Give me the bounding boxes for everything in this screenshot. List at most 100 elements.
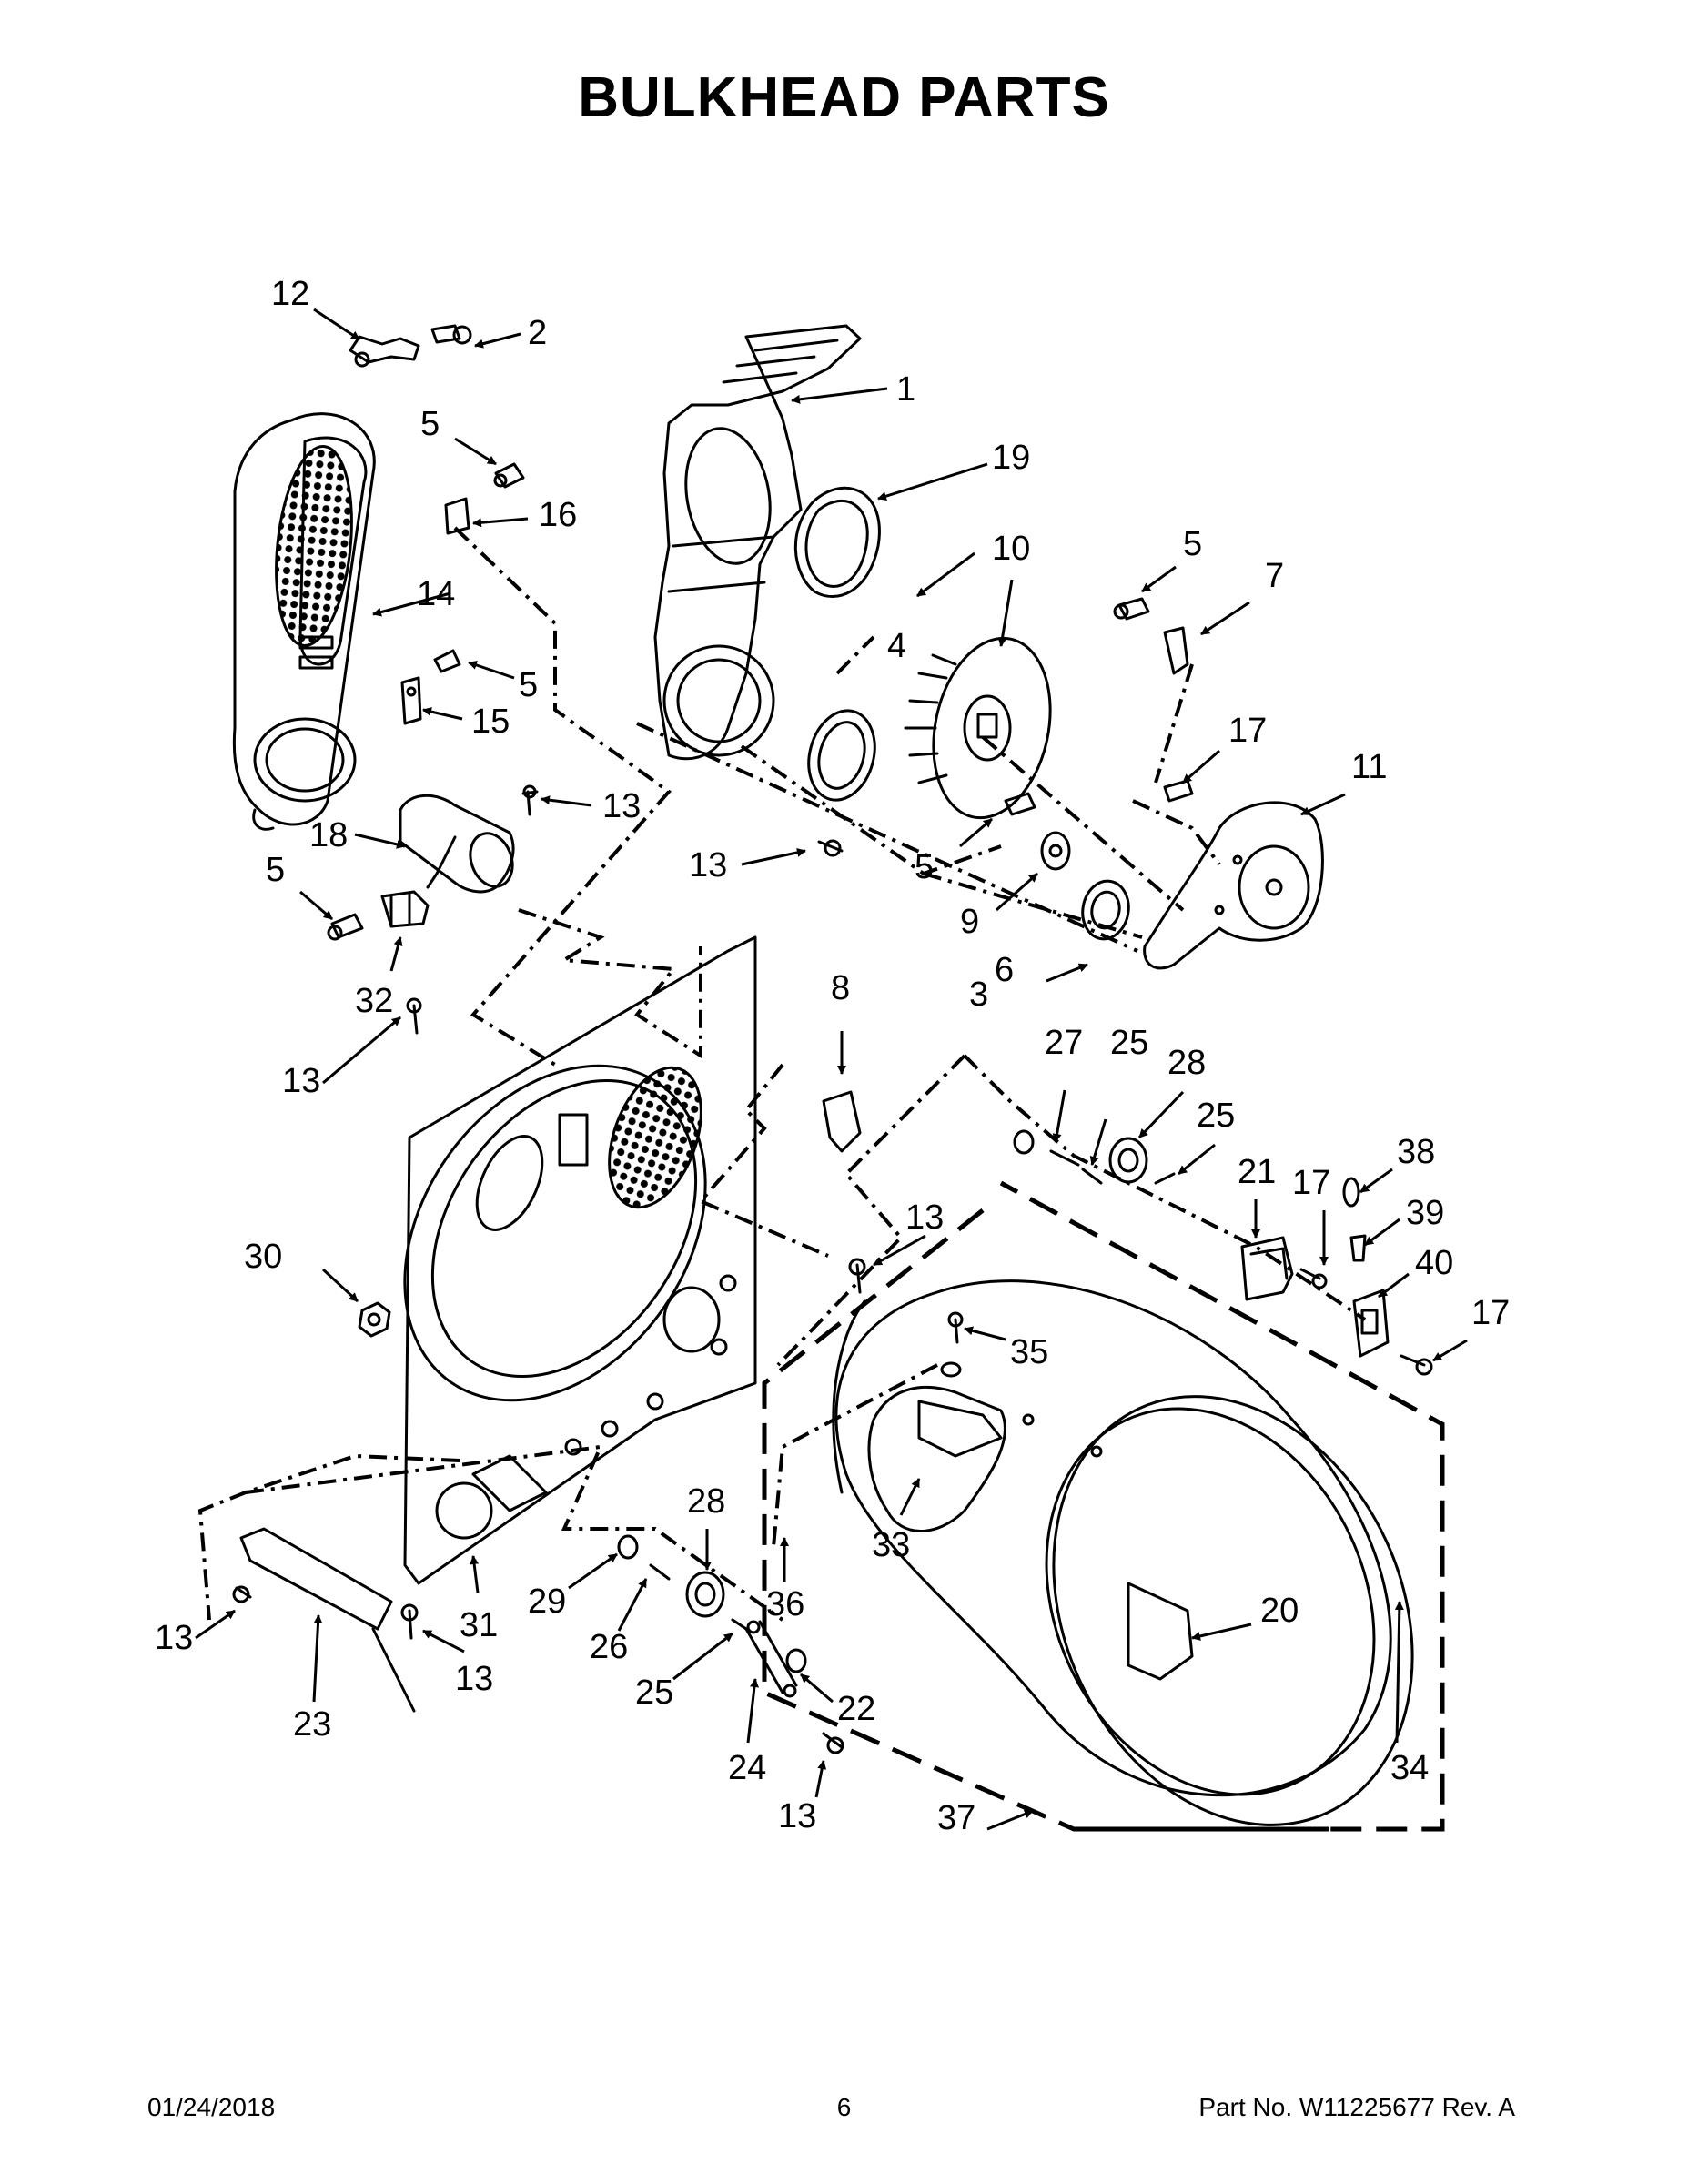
callout-32: 32 [355, 982, 393, 1020]
leader-2 [474, 332, 521, 349]
seal-part-6 [1081, 879, 1130, 941]
screw-part-5e [1004, 792, 1036, 816]
callout-18: 18 [309, 816, 348, 854]
leader-13g [814, 1760, 827, 1798]
callout-5b: 5 [519, 666, 538, 704]
callout-23: 23 [293, 1705, 331, 1744]
pin-part-26 [649, 1563, 671, 1581]
leader-6 [1046, 963, 1088, 983]
callout-6: 6 [995, 951, 1014, 989]
lint-duct-part [232, 412, 376, 831]
callout-29: 29 [528, 1582, 566, 1621]
leader-14 [372, 592, 451, 617]
leader-17c [1432, 1339, 1468, 1362]
leader-39 [1364, 1218, 1400, 1247]
leader-19 [877, 462, 988, 501]
callout-10: 10 [992, 530, 1030, 568]
callout-27: 27 [1045, 1024, 1083, 1062]
leader-28a [1137, 1090, 1185, 1139]
callout-20: 20 [1260, 1592, 1299, 1630]
leader-38 [1359, 1168, 1393, 1194]
leader-10 [997, 579, 1014, 647]
callout-30: 30 [244, 1238, 282, 1276]
callout-34: 34 [1390, 1749, 1429, 1787]
bracket-part-40 [1352, 1289, 1390, 1358]
leader-16 [472, 517, 529, 528]
callout-22: 22 [837, 1690, 875, 1728]
thermistor-part-12 [349, 335, 420, 368]
gasket-part-19 [793, 486, 881, 598]
callout-5c: 5 [266, 851, 285, 889]
washer-part-3 [1013, 1129, 1035, 1155]
blower-wheel-part-10 [904, 636, 1052, 820]
leader-27 [1052, 1089, 1066, 1143]
footer-date: 01/24/2018 [147, 2093, 276, 2121]
callout-13c: 13 [282, 1062, 320, 1100]
leader-15 [422, 707, 463, 721]
callout-25a: 25 [1110, 1024, 1148, 1062]
seal-part-4 [807, 709, 876, 802]
leader-13f [422, 1629, 465, 1653]
screw-part-13e [232, 1585, 252, 1603]
callout-5d: 5 [915, 848, 934, 886]
callout-37: 37 [937, 1799, 975, 1837]
leader-25b [1178, 1143, 1216, 1176]
washer-part-29 [617, 1534, 639, 1560]
clip-part-8 [822, 1090, 862, 1153]
leader-13a [541, 795, 592, 807]
callout-13a: 13 [602, 787, 641, 825]
leader-37 [986, 1809, 1034, 1831]
callout-36: 36 [766, 1585, 804, 1623]
leader-30 [321, 1268, 359, 1303]
callout-14: 14 [417, 575, 455, 613]
roller-part-28b [685, 1571, 725, 1618]
screw-part-13b [817, 839, 844, 857]
screw-part-13f [400, 1603, 419, 1640]
screw-part-35 [940, 1311, 964, 1378]
callout-28b: 28 [687, 1482, 725, 1521]
sensor-part-32 [380, 890, 430, 928]
leader-5d [959, 817, 993, 848]
callout-16: 16 [539, 496, 577, 534]
leader-22 [800, 1673, 834, 1704]
leader-5c [299, 890, 333, 921]
seal-part-34 [1052, 1395, 1414, 1826]
callout-40: 40 [1415, 1244, 1453, 1282]
clip-part-25c [731, 1618, 748, 1631]
callout-2: 2 [528, 314, 547, 352]
callout-17c: 17 [1471, 1294, 1510, 1332]
fuse-part-38 [1342, 1177, 1360, 1208]
callout-17a: 17 [1228, 712, 1267, 750]
heater-assembly-part-18 [399, 794, 515, 894]
callout-26: 26 [590, 1628, 628, 1666]
callout-13e: 13 [155, 1619, 193, 1657]
pin-part-27 [1049, 1149, 1080, 1167]
leader-40 [1378, 1272, 1410, 1299]
clip-part-25a [1081, 1168, 1103, 1185]
screw-part-5b [433, 649, 461, 673]
leader-25c [672, 1632, 733, 1681]
leader-13b [741, 847, 806, 866]
callout-21: 21 [1238, 1153, 1276, 1191]
thermostat-part-39 [1349, 1234, 1367, 1262]
leader-13c [322, 1016, 401, 1085]
callout-15: 15 [471, 703, 510, 741]
callout-8: 8 [831, 969, 850, 1007]
clip-part-7 [1163, 626, 1189, 675]
leader-31 [470, 1555, 480, 1593]
leader-7 [1200, 601, 1250, 636]
callout-31: 31 [460, 1606, 498, 1644]
footer-part-number: Part No. W11225677 Rev. A [1198, 2093, 1515, 2121]
bracket-part-16 [444, 497, 470, 535]
screw-part-5c [327, 913, 364, 941]
leader-13d [873, 1234, 926, 1267]
callout-17b: 17 [1292, 1164, 1330, 1202]
leader-5e [1141, 565, 1177, 593]
screw-part-17a [1163, 779, 1194, 803]
washer-part-22 [785, 1648, 807, 1673]
leader-17a [1182, 749, 1220, 784]
screw-part-13g [822, 1732, 844, 1754]
clip-part-25b [1154, 1172, 1176, 1185]
motor-housing-part-11 [1143, 801, 1324, 970]
callout-3: 3 [969, 976, 988, 1014]
